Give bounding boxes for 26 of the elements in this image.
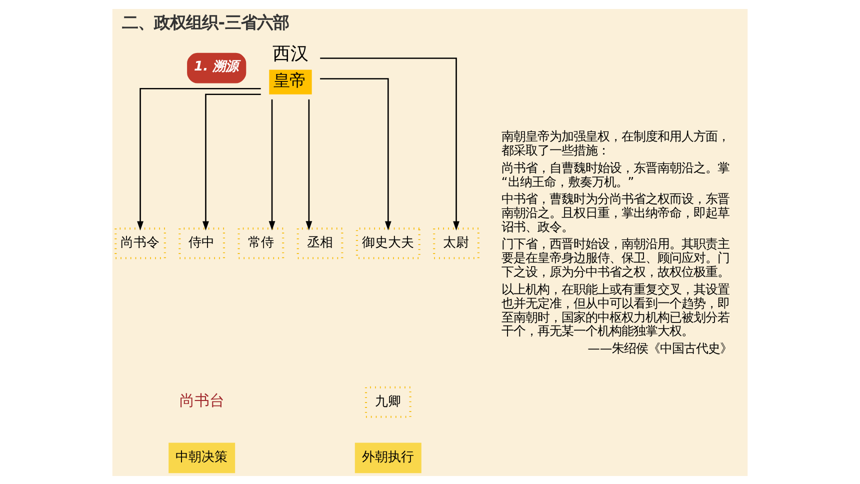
node-label: 西汉 [272,43,308,64]
node-box: 御史大夫 [356,227,420,259]
node-box: 1. 溯源 [187,52,246,83]
label: 尚书台 [179,392,224,410]
arrow [306,98,312,230]
node-box: 太尉 [433,227,480,259]
node-box: 九卿 [364,386,412,418]
node-box: 丞相 [296,227,344,259]
label: 中书省，曹魏时为分尚书省之权而设，东晋南朝沿之。且权日重，掌出纳帝命，即起草诏书、政令。 [501,192,730,234]
arrow [268,98,276,230]
arrow [320,78,392,230]
node-box: 皇帝 [269,69,312,94]
label: 门下省，西晋时始设，南朝沿用。其职责主要是在皇帝身边服侍、保卫、顾问应对。门下之设，原为分中书省之权，故权位极重。 [501,236,730,279]
node-box: 侍中 [178,227,226,259]
arrow [137,87,261,230]
node-box: 外朝执行 [354,442,422,473]
diagram-title: 二、政权组织-三省六部 [122,12,290,32]
node-box: 中朝决策 [168,442,236,473]
label: 尚书省，自曹魏时始设，东晋南朝沿之。掌“出纳王命，敷奏万机。” [501,160,730,188]
label: ——朱绍侯《中国古代史》 [588,340,732,355]
node-box: 常侍 [238,227,284,259]
label: 以上机构，在职能上或有重复交叉，其设置也并无定准，但从中可以看到一个趋势，即至南朝时，国家的中枢权力机构已被划分若干个，再无某一个机构能独掌大权。 [501,282,730,338]
node-box: 尚书令 [114,227,166,259]
arrow [320,57,460,230]
label: 南朝皇帝为加强皇权，在制度和用人方面，都采取了一些措施： [501,129,730,158]
arrow [202,93,261,230]
